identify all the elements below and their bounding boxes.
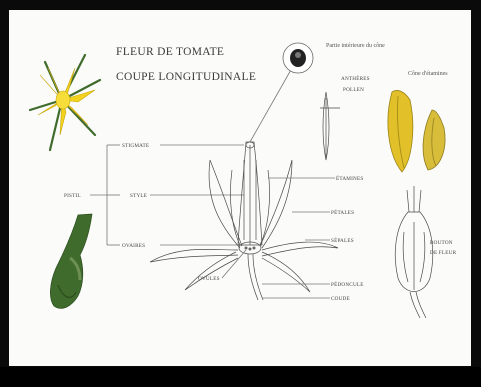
cone-interior-inset xyxy=(283,43,313,73)
label-coude: COUDE xyxy=(331,296,350,302)
yellow-flower-photo xyxy=(30,55,100,150)
label-ovaires: OVAIRES xyxy=(122,243,145,249)
pistil-label: PISTIL xyxy=(64,193,81,199)
stamen-cone-photo xyxy=(388,90,445,172)
inset-cone-interior-caption: Partie intérieure du cône xyxy=(326,43,385,49)
label-petales: PÉTALES xyxy=(331,208,354,216)
label-ovules: OVULES xyxy=(198,276,220,282)
green-sepal-photo xyxy=(50,214,92,308)
inset-stamen-cone-caption: Cône d'étamines xyxy=(408,71,448,77)
flower-section-drawing xyxy=(150,142,338,300)
label-style: STYLE xyxy=(130,193,147,199)
label-etamines: ÉTAMINES xyxy=(336,174,363,182)
label-bouton: BOUTON xyxy=(430,240,453,246)
pistil-bracket xyxy=(90,145,120,245)
label-pollen: POLLEN xyxy=(343,87,364,93)
title-line-2: COUPE LONGITUDINALE xyxy=(116,71,256,83)
title-line-1: FLEUR DE TOMATE xyxy=(116,46,224,58)
label-antheres: ANTHÈRES xyxy=(341,74,370,82)
flower-bud-drawing xyxy=(395,186,433,318)
label-de-fleur: DE FLEUR xyxy=(430,250,457,256)
label-sepales: SÉPALES xyxy=(331,236,354,244)
stamen-detail-drawing xyxy=(320,92,340,160)
label-stigmate: STIGMATE xyxy=(122,143,149,149)
label-pedoncule: PÉDONCULE xyxy=(331,280,364,288)
